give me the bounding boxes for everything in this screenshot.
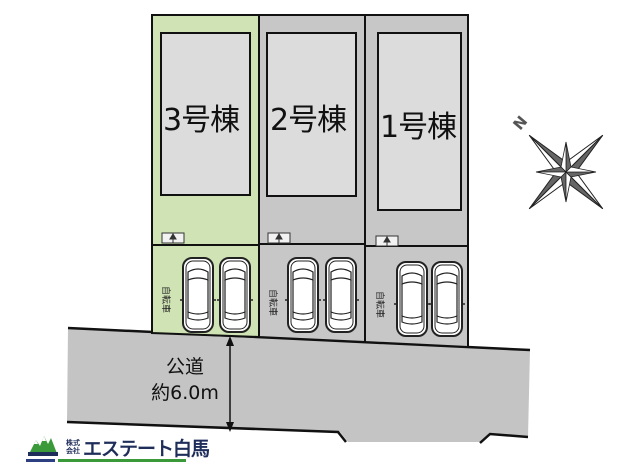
logo-prefix: 株式 会社 [66,439,80,455]
logo-prefix-bottom: 会社 [66,447,80,455]
entrance-marker-icon [161,232,399,247]
road-width: 約6.0m [151,382,219,404]
compass-rose-icon [528,134,604,210]
logo-company-name: エステート白馬 [83,437,210,460]
logo-mountain-icon [28,436,58,456]
building-label-lot-3: 3号棟 [163,103,240,138]
logo-underline [26,459,186,462]
logo-prefix-top: 株式 [66,439,80,447]
road-type: 公道 [165,356,204,378]
road-label: 公道 約6.0m [140,354,230,406]
building-label-lot-2: 2号棟 [270,103,347,138]
company-logo: 株式 会社 エステート白馬 [26,433,210,461]
building-label-lot-1: 1号棟 [380,110,457,145]
